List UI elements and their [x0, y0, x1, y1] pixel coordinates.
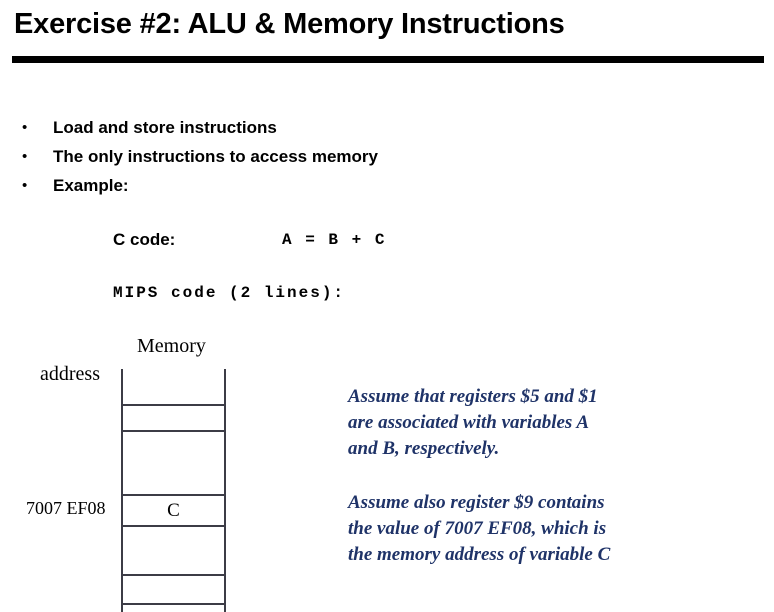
memory-table-right-border [224, 369, 226, 612]
memory-column-heading: Memory [137, 335, 206, 357]
memory-row-divider [121, 404, 226, 406]
list-item-label: The only instructions to access memory [53, 147, 378, 166]
title-underline-rule [12, 56, 764, 63]
memory-row-divider [121, 430, 226, 432]
memory-cell-value: C [167, 500, 180, 521]
memory-row-divider [121, 525, 226, 527]
memory-row-divider [121, 574, 226, 576]
address-column-heading: address [40, 363, 100, 385]
c-code-label: C code: [113, 230, 176, 249]
bullet-point-icon: • [22, 148, 28, 165]
page-title: Exercise #2: ALU & Memory Instructions [14, 8, 565, 40]
address-value-label: 7007 EF08 [26, 498, 106, 518]
bullet-list: • Load and store instructions • The only… [18, 113, 538, 200]
list-item-label: Load and store instructions [53, 118, 277, 137]
list-item-label: Example: [53, 176, 129, 195]
list-item: • Example: [18, 171, 538, 200]
bullet-point-icon: • [22, 177, 28, 194]
memory-table-left-border [121, 369, 123, 612]
annotation-note-address: Assume also register $9 contains the val… [348, 492, 611, 565]
list-item: • The only instructions to access memory [18, 142, 538, 171]
list-item: • Load and store instructions [18, 113, 538, 142]
memory-row-divider [121, 603, 226, 605]
mips-code-label: MIPS code (2 lines): [113, 284, 346, 302]
memory-row-divider [121, 494, 226, 496]
c-code-expression: A = B + C [282, 231, 387, 249]
annotation-note-registers: Assume that registers $5 and $1 are asso… [348, 386, 598, 459]
bullet-point-icon: • [22, 119, 28, 136]
